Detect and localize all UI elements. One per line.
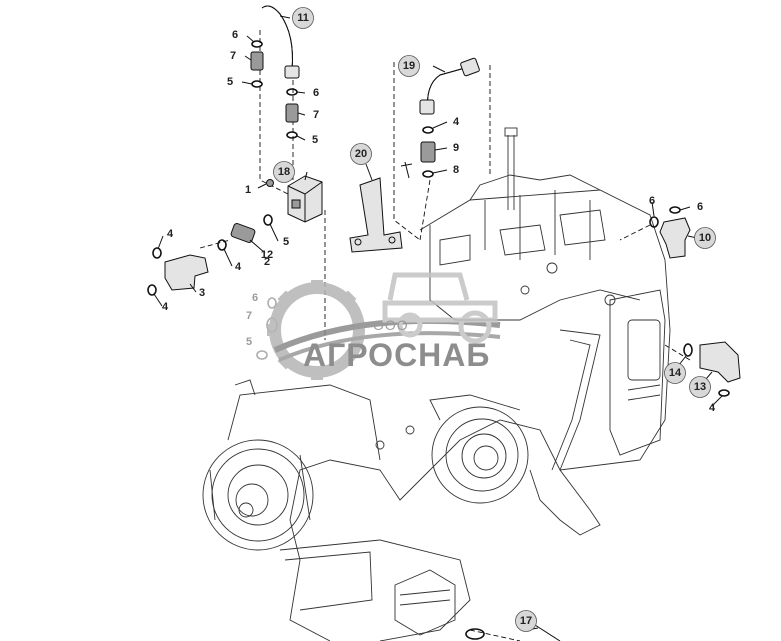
callout-6-mid: 6: [313, 87, 319, 99]
svg-text:13: 13: [694, 381, 706, 393]
callout-1: 1: [245, 184, 251, 196]
oring-5-right: [263, 214, 273, 226]
callout-4-right: 4: [709, 402, 716, 414]
oring-5-top: [251, 80, 263, 88]
faded-label-7: 7: [246, 310, 252, 322]
oring-5-mid: [286, 131, 298, 139]
svg-text:6: 6: [232, 29, 238, 41]
seal-4-right: [718, 389, 730, 397]
callout-5-top: 5: [227, 76, 233, 88]
watermark-logo: ООО АГРОСНАБ: [245, 255, 510, 395]
callout-11: 11: [292, 7, 314, 29]
svg-text:5: 5: [227, 76, 233, 88]
svg-text:19: 19: [403, 60, 415, 72]
pipe-11-nut: [284, 65, 300, 79]
pipe-11: [261, 5, 293, 71]
callout-20: 20: [350, 143, 372, 165]
adapter-7-top: [250, 51, 264, 71]
adapter-2: [230, 223, 256, 243]
seal-6-right-b: [669, 206, 681, 214]
svg-text:18: 18: [278, 166, 290, 178]
gear-tractor-emblem: [267, 272, 501, 380]
callout-10: 10: [694, 227, 716, 249]
svg-text:4: 4: [235, 261, 242, 273]
svg-text:11: 11: [297, 12, 309, 24]
assembly-guide-lines: [199, 30, 691, 641]
callout-5-right: 5: [283, 236, 289, 248]
seal-4-left-top: [152, 247, 162, 259]
svg-text:9: 9: [453, 142, 459, 154]
seal-4-left-bottom: [147, 284, 157, 296]
svg-text:4: 4: [162, 301, 169, 313]
oring-14: [683, 343, 693, 357]
svg-text:6: 6: [313, 87, 319, 99]
seal-6-mid: [286, 88, 298, 96]
callout-6-right-b: 6: [697, 201, 703, 213]
oring-17: [465, 628, 485, 640]
svg-text:2: 2: [264, 256, 270, 268]
bracket-20: [349, 177, 403, 253]
faded-label-5: 5: [246, 336, 252, 348]
svg-text:4: 4: [453, 116, 460, 128]
svg-text:20: 20: [355, 148, 367, 160]
callout-4-left-bottom: 4: [162, 301, 169, 313]
svg-text:14: 14: [669, 367, 682, 379]
svg-text:10: 10: [699, 232, 711, 244]
callout-17: 17: [515, 610, 537, 632]
svg-text:4: 4: [167, 228, 174, 240]
callout-5-mid: 5: [312, 134, 318, 146]
svg-text:12: 12: [261, 249, 273, 261]
callout-7-mid: 7: [313, 109, 319, 121]
callout-18: 18: [273, 161, 295, 183]
adapter-7-mid: [285, 103, 299, 123]
svg-text:1: 1: [245, 184, 251, 196]
callout-4-left-top: 4: [167, 228, 174, 240]
callout-8: 8: [453, 164, 459, 176]
oring-8: [422, 170, 434, 178]
callout-12: 12: [261, 249, 273, 261]
callout-14: 14: [664, 362, 686, 384]
svg-text:5: 5: [283, 236, 289, 248]
callout-4-mid: 4: [235, 261, 242, 273]
faded-label-6: 6: [252, 292, 258, 304]
svg-text:6: 6: [649, 195, 655, 207]
svg-text:4: 4: [709, 402, 716, 414]
engine-housing-drawing: [202, 127, 671, 641]
pipe-19-lower-nut: [419, 99, 435, 115]
watermark-brand: АГРОСНАБ: [303, 337, 491, 373]
callout-7-top: 7: [230, 50, 236, 62]
elbow-10: [659, 217, 691, 259]
bolt-1: [266, 179, 274, 187]
seal-6-right-a: [649, 216, 659, 228]
watermark-company: ООО: [373, 317, 409, 333]
callout-9: 9: [453, 142, 459, 154]
svg-text:7: 7: [230, 50, 236, 62]
callout-3: 3: [199, 287, 205, 299]
svg-text:7: 7: [313, 109, 319, 121]
elbow-3: [164, 254, 209, 291]
callout-2: 2: [264, 256, 270, 268]
svg-text:5: 5: [312, 134, 318, 146]
seal-6-top: [251, 40, 263, 48]
faded-labels: 6 7 5: [246, 292, 258, 348]
callout-6-right-a: 6: [649, 195, 655, 207]
callout-13: 13: [689, 376, 711, 398]
callout-6-top: 6: [232, 29, 238, 41]
seal-4-upper: [422, 126, 434, 134]
callout-4-upper: 4: [453, 116, 460, 128]
svg-text:17: 17: [520, 615, 532, 627]
adapter-9: [420, 141, 436, 163]
elbow-13: [699, 341, 741, 383]
svg-text:6: 6: [697, 201, 703, 213]
callout-19: 19: [398, 55, 420, 77]
svg-text:3: 3: [199, 287, 205, 299]
seal-4-mid: [217, 239, 227, 251]
svg-text:8: 8: [453, 164, 459, 176]
pipe-19-nut: [460, 57, 480, 77]
